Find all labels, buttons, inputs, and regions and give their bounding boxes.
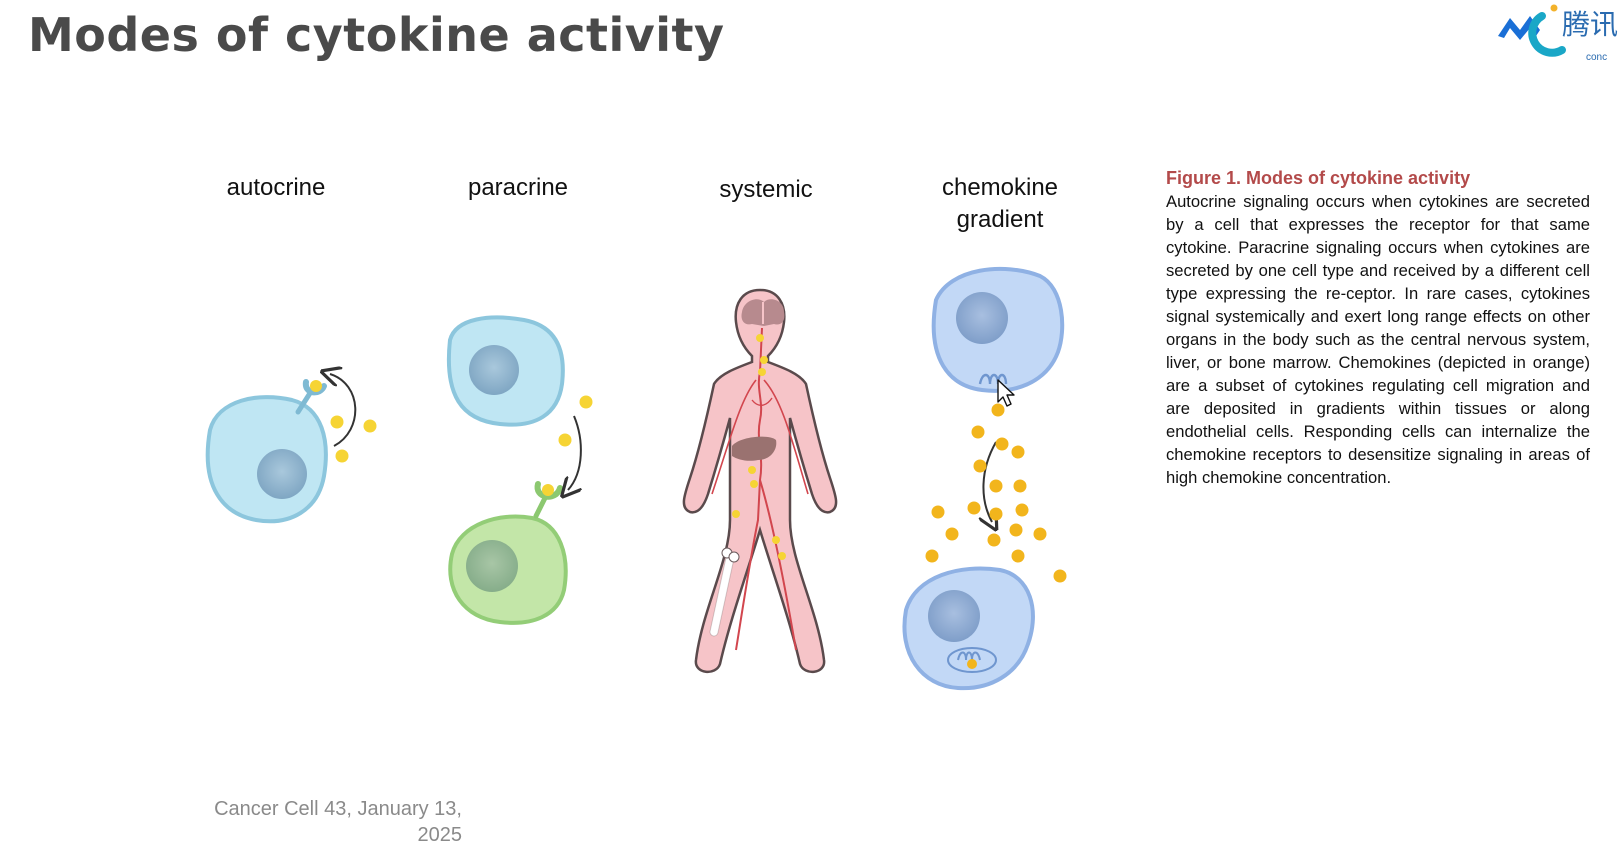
autocrine-receptor-cup xyxy=(302,379,327,396)
label-line2: gradient xyxy=(956,206,1044,233)
blood-vessel xyxy=(763,379,809,495)
paracrine-receptor-cup xyxy=(534,481,563,500)
mouse-cursor-icon xyxy=(997,379,1015,407)
panel-label-systemic: systemic xyxy=(719,176,813,203)
paracrine-panel xyxy=(446,315,593,625)
chemokine-responding-nucleus xyxy=(928,590,980,642)
internalized-receptor-vesicle xyxy=(947,647,997,673)
chemokine-migration-arrow xyxy=(983,441,996,522)
cytokine-dot xyxy=(335,449,349,463)
chemokine-dot xyxy=(1013,479,1027,493)
chemokine-dot xyxy=(987,533,1001,547)
chemokine-dot xyxy=(991,403,1005,417)
chemokine-dot xyxy=(967,501,981,515)
autocrine-arrow xyxy=(330,374,357,447)
paracrine-receptor-stalk xyxy=(533,493,549,519)
cytokine-dot xyxy=(542,484,554,496)
panel-label-paracrine: paracrine xyxy=(467,174,569,201)
citation-line1: Cancer Cell 43, January 13, xyxy=(214,798,462,820)
chemokine-receptor-cluster xyxy=(978,373,1008,385)
chemokine-dot xyxy=(967,659,977,669)
paracrine-nucleus-green xyxy=(466,540,518,592)
chemokine-dot xyxy=(931,505,945,519)
logo: 腾讯 conc xyxy=(1496,0,1618,70)
bone-icon xyxy=(709,547,740,637)
blood-vessel xyxy=(751,397,773,407)
chemokine-dot xyxy=(1011,549,1025,563)
citation-line2: 2025 xyxy=(417,824,463,846)
cytokine-dot xyxy=(310,380,322,392)
chemokine-dot xyxy=(945,527,959,541)
chemokine-secreting-nucleus xyxy=(956,292,1008,344)
logo-subtext: conc xyxy=(1586,52,1607,63)
chemokine-dot xyxy=(1053,569,1067,583)
caption-title: Figure 1. Modes of cytokine activity xyxy=(1166,168,1471,188)
mcf-logo-icon: 腾讯 conc xyxy=(1498,4,1618,63)
logo-glyph: 腾讯 xyxy=(1562,8,1618,41)
chemokine-dot xyxy=(1033,527,1047,541)
cytokine-dot xyxy=(756,334,764,342)
figure-caption: Figure 1. Modes of cytokine activity Aut… xyxy=(1166,166,1590,489)
cytokine-dot xyxy=(750,480,758,488)
panel-label-autocrine: autocrine xyxy=(226,174,326,201)
cytokine-dot xyxy=(732,510,740,518)
chemokine-dot xyxy=(1011,445,1025,459)
blood-vessel xyxy=(759,479,797,651)
blood-vessel xyxy=(711,379,757,495)
chemokine-dot xyxy=(971,425,985,439)
cytokine-dot xyxy=(579,395,593,409)
systemic-panel xyxy=(682,288,838,673)
caption-body: Autocrine signaling occurs when cytokine… xyxy=(1166,192,1590,487)
panel-label-chemokine-gradient: chemokine gradient xyxy=(900,172,1100,236)
cytokine-dot xyxy=(772,536,780,544)
cytokine-dot xyxy=(748,466,756,474)
cytokine-dot xyxy=(760,356,768,364)
cytokine-dot xyxy=(363,419,377,433)
chemokine-dot xyxy=(1015,503,1029,517)
blood-vessel xyxy=(735,327,763,651)
cytokine-dot xyxy=(778,552,786,560)
paracrine-arrow xyxy=(568,415,581,490)
chemokine-dot xyxy=(989,507,1003,521)
autocrine-panel xyxy=(205,374,377,524)
label-line1: chemokine xyxy=(941,174,1059,201)
chemokine-gradient-panel xyxy=(902,266,1067,691)
autocrine-nucleus xyxy=(257,449,307,499)
citation: Cancer Cell 43, January 13, 2025 xyxy=(196,796,462,848)
chemokine-dot xyxy=(989,479,1003,493)
chemokine-dot xyxy=(995,437,1009,451)
paracrine-nucleus-blue xyxy=(469,345,519,395)
slide-title: Modes of cytokine activity xyxy=(28,8,725,62)
cytokine-dot xyxy=(758,368,766,376)
chemokine-dot xyxy=(925,549,939,563)
cytokine-dot xyxy=(558,433,572,447)
chemokine-dot xyxy=(973,459,987,473)
liver-icon xyxy=(732,436,777,461)
cytokine-dot xyxy=(330,415,344,429)
chemokine-dot xyxy=(1009,523,1023,537)
